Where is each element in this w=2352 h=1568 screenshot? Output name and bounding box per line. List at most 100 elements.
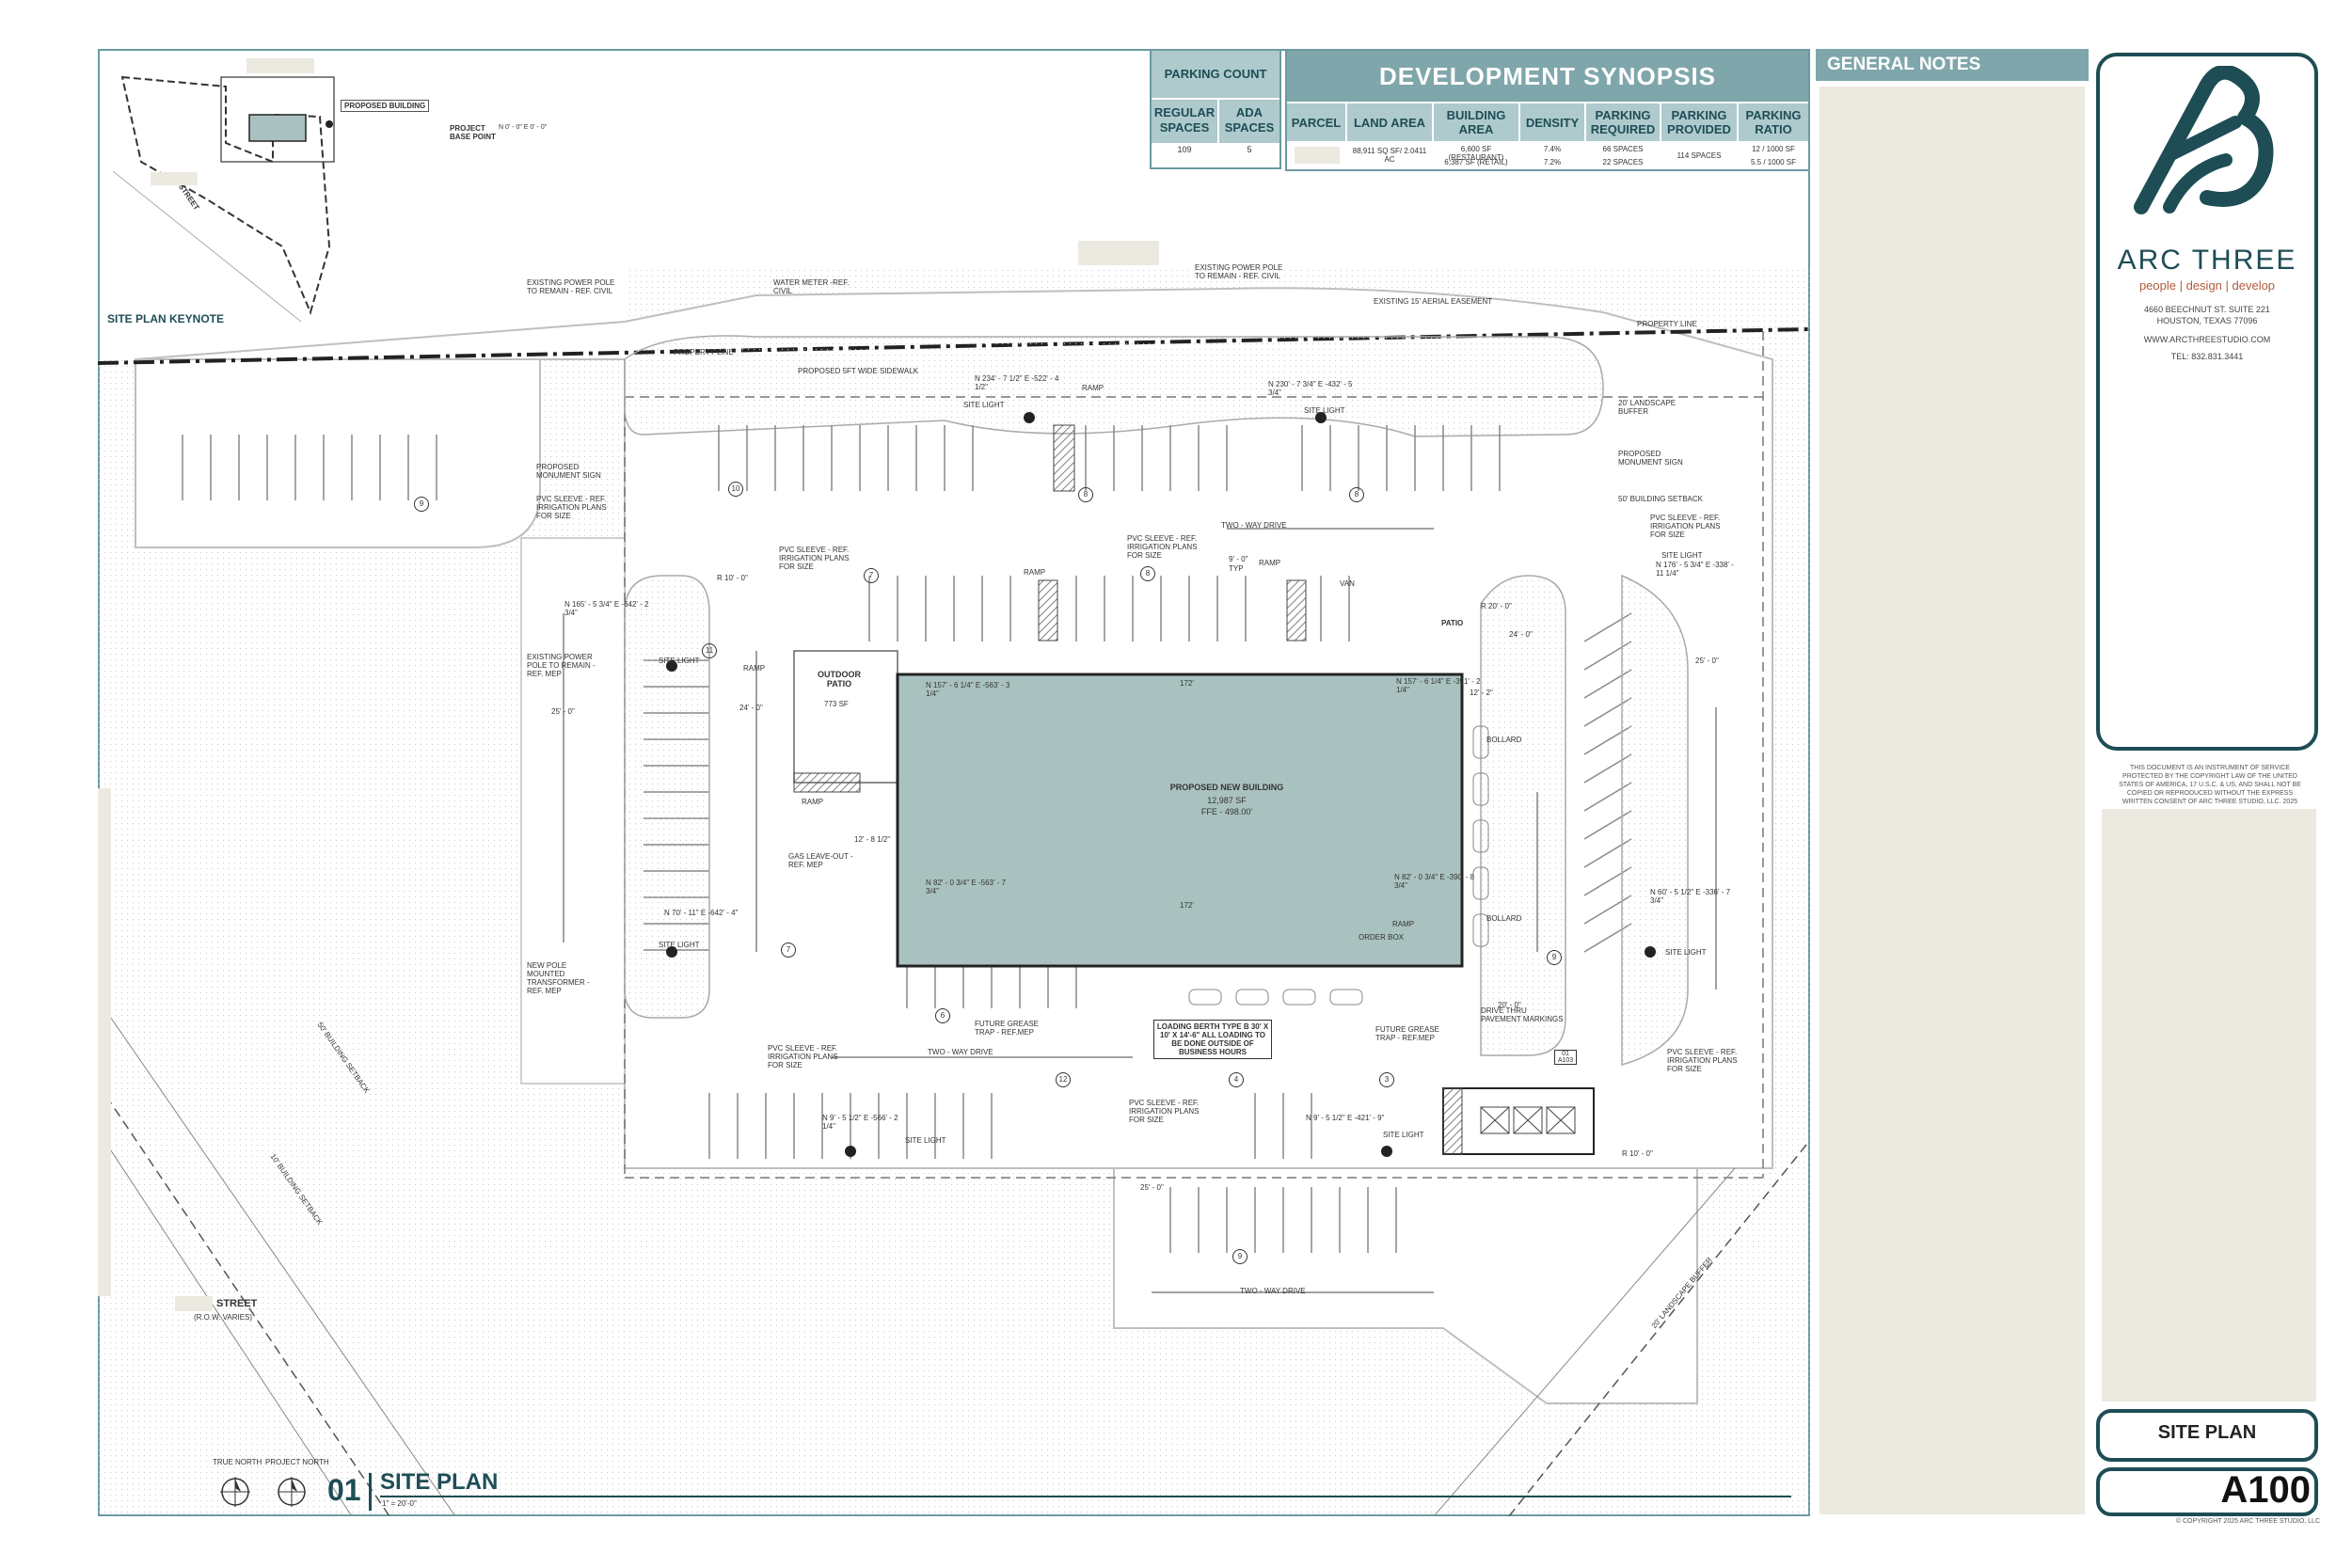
tag-3: 3 (1379, 1072, 1394, 1087)
drawing-title: SITE PLAN (380, 1469, 499, 1495)
label-bollard-1: BOLLARD (1486, 736, 1522, 744)
label-monument-sign: PROPOSED MONUMENT SIGN (1618, 450, 1683, 467)
tag-12: 12 (1056, 1072, 1071, 1087)
redaction-patch (151, 172, 198, 185)
label-pvc-sleeve-3: PVC SLEEVE - REF. IRRIGATION PLANS FOR S… (1127, 534, 1198, 560)
label-drive-thru: DRIVE THRU PAVEMENT MARKINGS (1481, 1006, 1564, 1023)
title-block-notes-area (2102, 809, 2316, 1402)
development-synopsis-table: DEVELOPMENT SYNOPSIS PARCEL LAND AREA BU… (1285, 49, 1810, 171)
label-site-light-1: SITE LIGHT (963, 401, 1005, 409)
north-arrows (220, 1477, 306, 1507)
building-area: 12,987 SF (1207, 796, 1247, 805)
title-divider (369, 1473, 372, 1511)
parking-required-restaurant: 66 SPACES (1602, 145, 1644, 153)
parking-ratio-restaurant: 12 / 1000 SF (1752, 145, 1795, 153)
label-site-light-3: SITE LIGHT (659, 657, 700, 665)
dim-24-1: 24' - 0" (739, 704, 763, 712)
label-patio-small: PATIO (1441, 619, 1464, 627)
label-power-pole-mep: EXISTING POWER POLE TO REMAIN - REF. MEP (527, 653, 596, 678)
building-dim-bottom: 172' (1180, 901, 1194, 910)
coord-3: N 176' - 5 3/4" E -338' - 11 1/4" (1656, 561, 1734, 578)
label-order-box: ORDER BOX (1359, 933, 1405, 942)
redaction-patch (98, 788, 111, 1296)
label-pvc-sleeve-1: PVC SLEEVE - REF. IRRIGATION PLANS FOR S… (536, 495, 607, 520)
tag-11: 11 (702, 643, 717, 658)
dim-12: 12' - 8 1/2" (854, 835, 891, 844)
building-area-retail: 6,387 SF (RETAIL) (1444, 158, 1508, 166)
tag-9-a: 9 (414, 497, 429, 512)
coord-1: N 234' - 7 1/2" E -522' - 4 1/2" (975, 374, 1059, 391)
sheet-number-box (2096, 1467, 2318, 1516)
project-north-label: PROJECT NORTH (265, 1458, 329, 1466)
company-name: ARC THREE (2117, 245, 2297, 276)
keynote-base-point: PROJECT BASE POINT (450, 124, 496, 141)
drawing-number: 01 (327, 1473, 361, 1507)
dim-25-3: 25' - 0" (1140, 1183, 1164, 1192)
label-two-way-drive-south: TWO - WAY DRIVE (928, 1048, 993, 1056)
tag-8-c: 8 (1140, 566, 1155, 581)
label-property-line-2: PROPERTY LINE (1637, 320, 1697, 328)
tag-8-a: 8 (1078, 487, 1093, 502)
street-label: STREET (216, 1298, 258, 1309)
parcel-redacted (1295, 147, 1340, 164)
dim-20: 20' - 0" (1498, 1001, 1521, 1009)
label-ramp-3: RAMP (1259, 559, 1281, 567)
disclaimer: THIS DOCUMENT IS AN INSTRUMENT OF SERVIC… (2119, 765, 2301, 805)
parking-count-title: PARKING COUNT (1152, 51, 1279, 98)
site-lights (666, 412, 1656, 1157)
parking-provided-value: 114 SPACES (1677, 151, 1722, 160)
label-site-light-8: SITE LIGHT (1383, 1131, 1424, 1139)
coord-6: N 157' - 6 1/4" E -391' - 2 1/4" (1396, 677, 1481, 694)
drawing-scale: 1" = 20'-0" (382, 1499, 417, 1508)
address-line-2: HOUSTON, TEXAS 77096 (2156, 316, 2258, 325)
label-site-light-2: SITE LIGHT (1304, 406, 1345, 415)
label-power-pole-civil-2: EXISTING POWER POLE TO REMAIN - REF. CIV… (1195, 263, 1283, 280)
telephone: TEL: 832.831.3441 (2170, 352, 2244, 361)
dim-r20: R 20' - 0" (1481, 602, 1512, 610)
label-building-setback: 50' BUILDING SETBACK (1618, 495, 1703, 503)
label-site-light-4: SITE LIGHT (659, 941, 700, 949)
parking-count-table: PARKING COUNT REGULAR SPACES ADA SPACES … (1150, 49, 1281, 169)
label-ramp-5: RAMP (802, 798, 824, 806)
tag-6: 6 (935, 1008, 950, 1023)
synopsis-header-building-area: BUILDING AREA (1434, 103, 1518, 141)
coord-7: N 82' - 0 3/4" E -563' - 7 3/4" (926, 879, 1007, 895)
label-bollard-2: BOLLARD (1486, 914, 1522, 923)
synopsis-header-land-area: LAND AREA (1347, 103, 1432, 141)
keynote-building-label: PROPOSED BUILDING (341, 100, 430, 112)
dumpster-enclosure (1442, 1087, 1595, 1155)
label-ramp-6: RAMP (1392, 920, 1415, 928)
dim-r10-b: R 10' - 0" (1622, 1149, 1653, 1158)
tag-9-b: 9 (1547, 950, 1562, 965)
label-property-line: PROPERTY LINE (674, 348, 734, 356)
label-ramp-2: RAMP (1082, 384, 1104, 392)
arc-three-logo (2134, 66, 2274, 214)
density-restaurant: 7.4% (1543, 145, 1562, 153)
label-loading-berth: LOADING BERTH TYPE B 30' X 10' X 14'-6" … (1153, 1020, 1272, 1059)
label-van: VAN (1340, 579, 1355, 588)
company-tagline: people | design | develop (2138, 278, 2276, 293)
land-area-value: 88,911 SQ SF/ 2.0411 AC (1352, 147, 1427, 164)
label-grease-trap-2: FUTURE GREASE TRAP - REF.MEP (1375, 1025, 1440, 1042)
synopsis-title: DEVELOPMENT SYNOPSIS (1287, 51, 1808, 102)
site-plan-keynote-map (113, 75, 335, 323)
regular-spaces-value: 109 (1177, 145, 1192, 154)
label-site-light-6: SITE LIGHT (1665, 948, 1707, 957)
tag-9-c: 9 (1232, 1249, 1248, 1264)
density-retail: 7.2% (1543, 158, 1562, 166)
keynote-title: SITE PLAN KEYNOTE (107, 312, 225, 325)
building-label: PROPOSED NEW BUILDING (1169, 783, 1284, 792)
general-notes-body (1820, 87, 2085, 1514)
tag-7-b: 7 (781, 942, 796, 958)
label-two-way-drive-north: TWO - WAY DRIVE (1221, 521, 1287, 530)
tag-10: 10 (728, 482, 743, 497)
keynote-base-coords: N 0' - 0" E 0' - 0" (499, 124, 548, 131)
site-plan-drawing (98, 265, 1810, 1516)
synopsis-header-parking-required: PARKING REQUIRED (1586, 103, 1660, 141)
label-aerial-easement: EXISTING 15' AERIAL EASEMENT (1374, 297, 1493, 306)
synopsis-header-density: DENSITY (1520, 103, 1584, 141)
coord-9: N 70' - 11" E -642' - 4" (664, 909, 739, 917)
building-ffe: FFE - 498.00' (1200, 807, 1253, 816)
label-ramp-4: RAMP (743, 664, 766, 673)
label-monument-sign-2: PROPOSED MONUMENT SIGN (536, 463, 601, 480)
